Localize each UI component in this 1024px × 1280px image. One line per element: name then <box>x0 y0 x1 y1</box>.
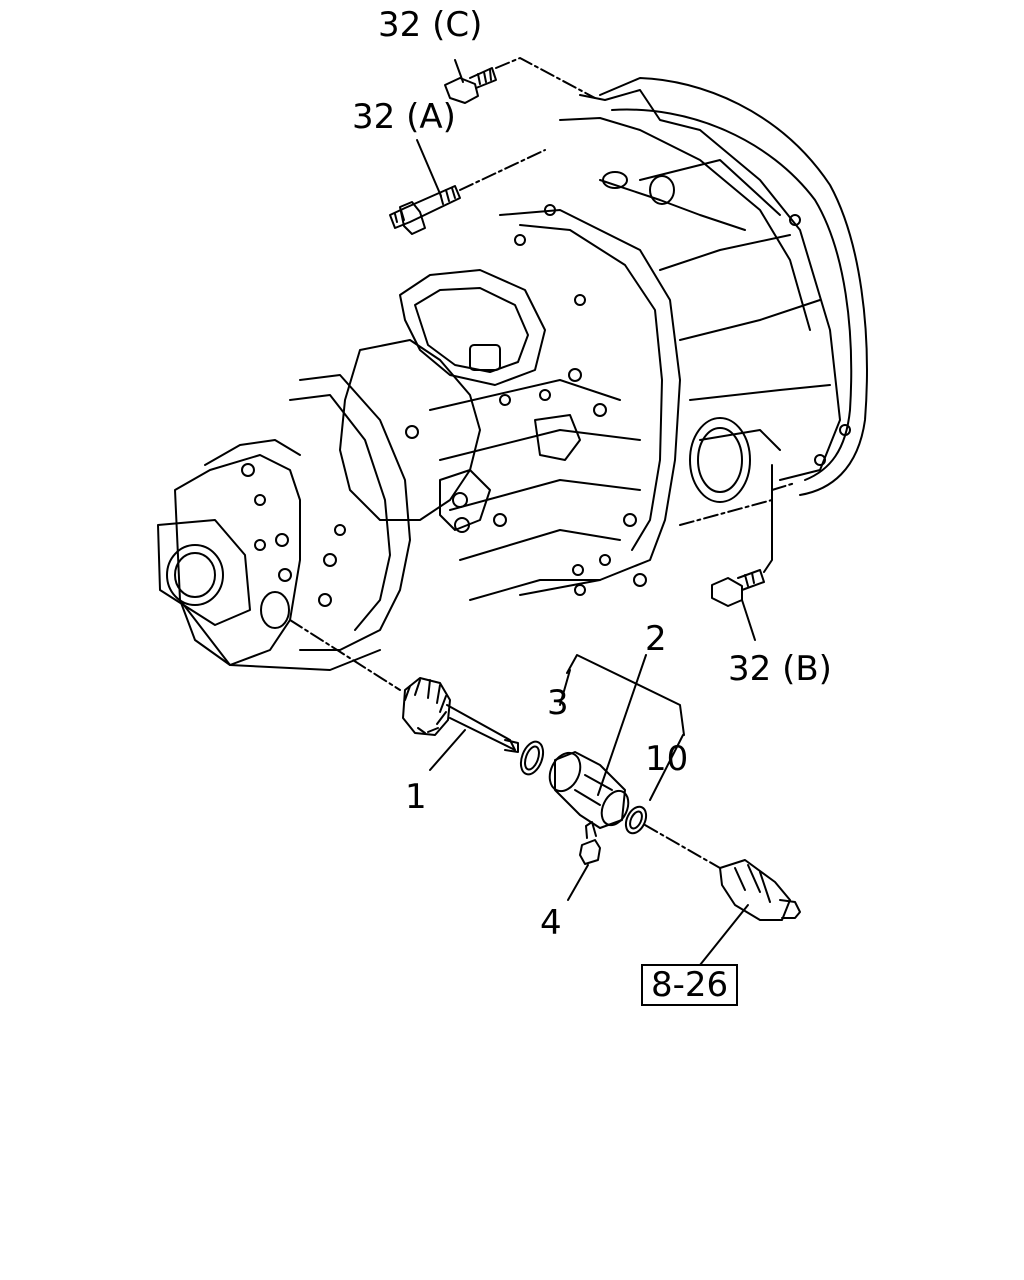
leader-sensor-dash <box>644 824 721 869</box>
label-32c: 32 (C) <box>378 5 483 45</box>
group-bracket <box>559 654 685 801</box>
bell-housing <box>559 77 868 503</box>
leader-32c-label <box>454 59 464 83</box>
leader-32a <box>459 149 546 191</box>
bolt-32b <box>711 569 765 607</box>
part-1-gear-shaft <box>402 677 519 753</box>
leader-32b-vert <box>763 464 773 573</box>
part-10-seal <box>624 805 648 835</box>
part-4-bolt <box>579 821 601 865</box>
stud-32a <box>389 185 461 235</box>
leader-32c <box>495 57 596 99</box>
part-2-sleeve <box>548 751 630 829</box>
part-3-oring <box>519 740 545 776</box>
leader-32b-dash <box>679 482 796 526</box>
leader-1-dash <box>289 619 401 691</box>
rear-extension <box>157 439 381 671</box>
label-part-2: 2 <box>645 619 667 659</box>
label-part-3: 3 <box>547 683 569 723</box>
leader-32b-label <box>741 599 756 641</box>
label-part-10: 10 <box>645 739 689 779</box>
label-part-4: 4 <box>540 903 562 943</box>
leader-32a-label <box>416 139 442 197</box>
main-case <box>289 204 681 651</box>
bolt-32c <box>444 67 497 104</box>
leader-ref-label <box>699 904 749 966</box>
leader-1-label <box>429 729 466 771</box>
reference-8-26[interactable]: 8-26 <box>641 964 739 1006</box>
label-32a: 32 (A) <box>352 97 456 137</box>
leader-4-label <box>567 864 589 901</box>
label-32b: 32 (B) <box>728 649 832 689</box>
sensor-8-26 <box>719 859 801 921</box>
label-part-1: 1 <box>405 777 427 817</box>
